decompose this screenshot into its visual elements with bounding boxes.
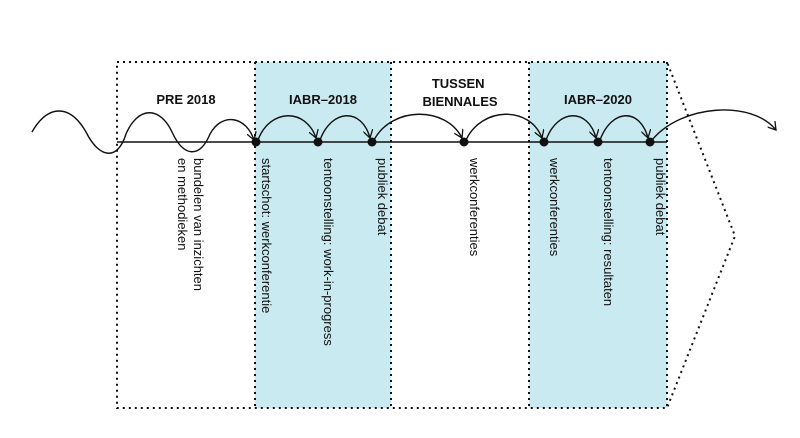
svg-text:tentoonstelling: work-in-progr: tentoonstelling: work-in-progress: [321, 158, 336, 346]
phase-title-iabr-2020: IABR–2020: [564, 92, 632, 107]
event-dot-startschot: [251, 137, 261, 147]
event-label-bundelen: bundelen van inzichten en methodieken: [175, 158, 206, 291]
svg-text:bundelen van inzichten: bundelen van inzichten: [191, 158, 206, 291]
svg-text:werkconferenties: werkconferenties: [467, 157, 482, 257]
event-dot-tentoonstelling-2: [593, 137, 603, 147]
svg-text:publiek debat: publiek debat: [375, 158, 390, 236]
phase-title-pre-2018: PRE 2018: [156, 92, 215, 107]
phase-title-tussen-biennales: TUSSEN BIENNALES: [422, 76, 497, 109]
svg-text:tentoonstelling: resultaten: tentoonstelling: resultaten: [601, 158, 616, 306]
event-dot-publiek-debat-1: [367, 137, 377, 147]
wavy-connector: [31, 110, 254, 154]
arc-arrow: [545, 115, 596, 141]
arc-arrow: [373, 113, 462, 141]
event-label-werkconferenties-2: werkconferenties: [547, 157, 562, 257]
svg-text:en methodieken: en methodieken: [175, 158, 190, 251]
dotted-phase-frame: [116, 61, 737, 409]
event-dot-werkconferenties-2: [539, 137, 549, 147]
event-label-publiek-debat-2: publiek debat: [653, 158, 668, 236]
svg-text:publiek debat: publiek debat: [653, 158, 668, 236]
arc-arrow: [257, 115, 316, 141]
event-dot-werkconferenties-1: [459, 137, 469, 147]
event-dot-tentoonstelling-1: [313, 137, 323, 147]
phase-iabr-2018-background: [255, 62, 391, 408]
event-label-tentoonstelling-1: tentoonstelling: work-in-progress: [321, 158, 336, 346]
arc-arrow: [599, 115, 648, 141]
arc-arrow: [651, 109, 776, 141]
svg-text:werkconferenties: werkconferenties: [547, 157, 562, 257]
event-label-publiek-debat-1: publiek debat: [375, 158, 390, 236]
svg-text:startschot: werkconferentie: startschot: werkconferentie: [259, 158, 274, 313]
event-label-tentoonstelling-2: tentoonstelling: resultaten: [601, 158, 616, 306]
arc-arrow: [319, 115, 370, 141]
arc-arrow: [465, 113, 542, 141]
event-dot-publiek-debat-2: [645, 137, 655, 147]
phase-title-iabr-2018: IABR–2018: [289, 92, 357, 107]
phase-iabr-2020-background: [529, 62, 667, 408]
event-label-startschot: startschot: werkconferentie: [259, 158, 274, 313]
event-label-werkconferenties-1: werkconferenties: [467, 157, 482, 257]
